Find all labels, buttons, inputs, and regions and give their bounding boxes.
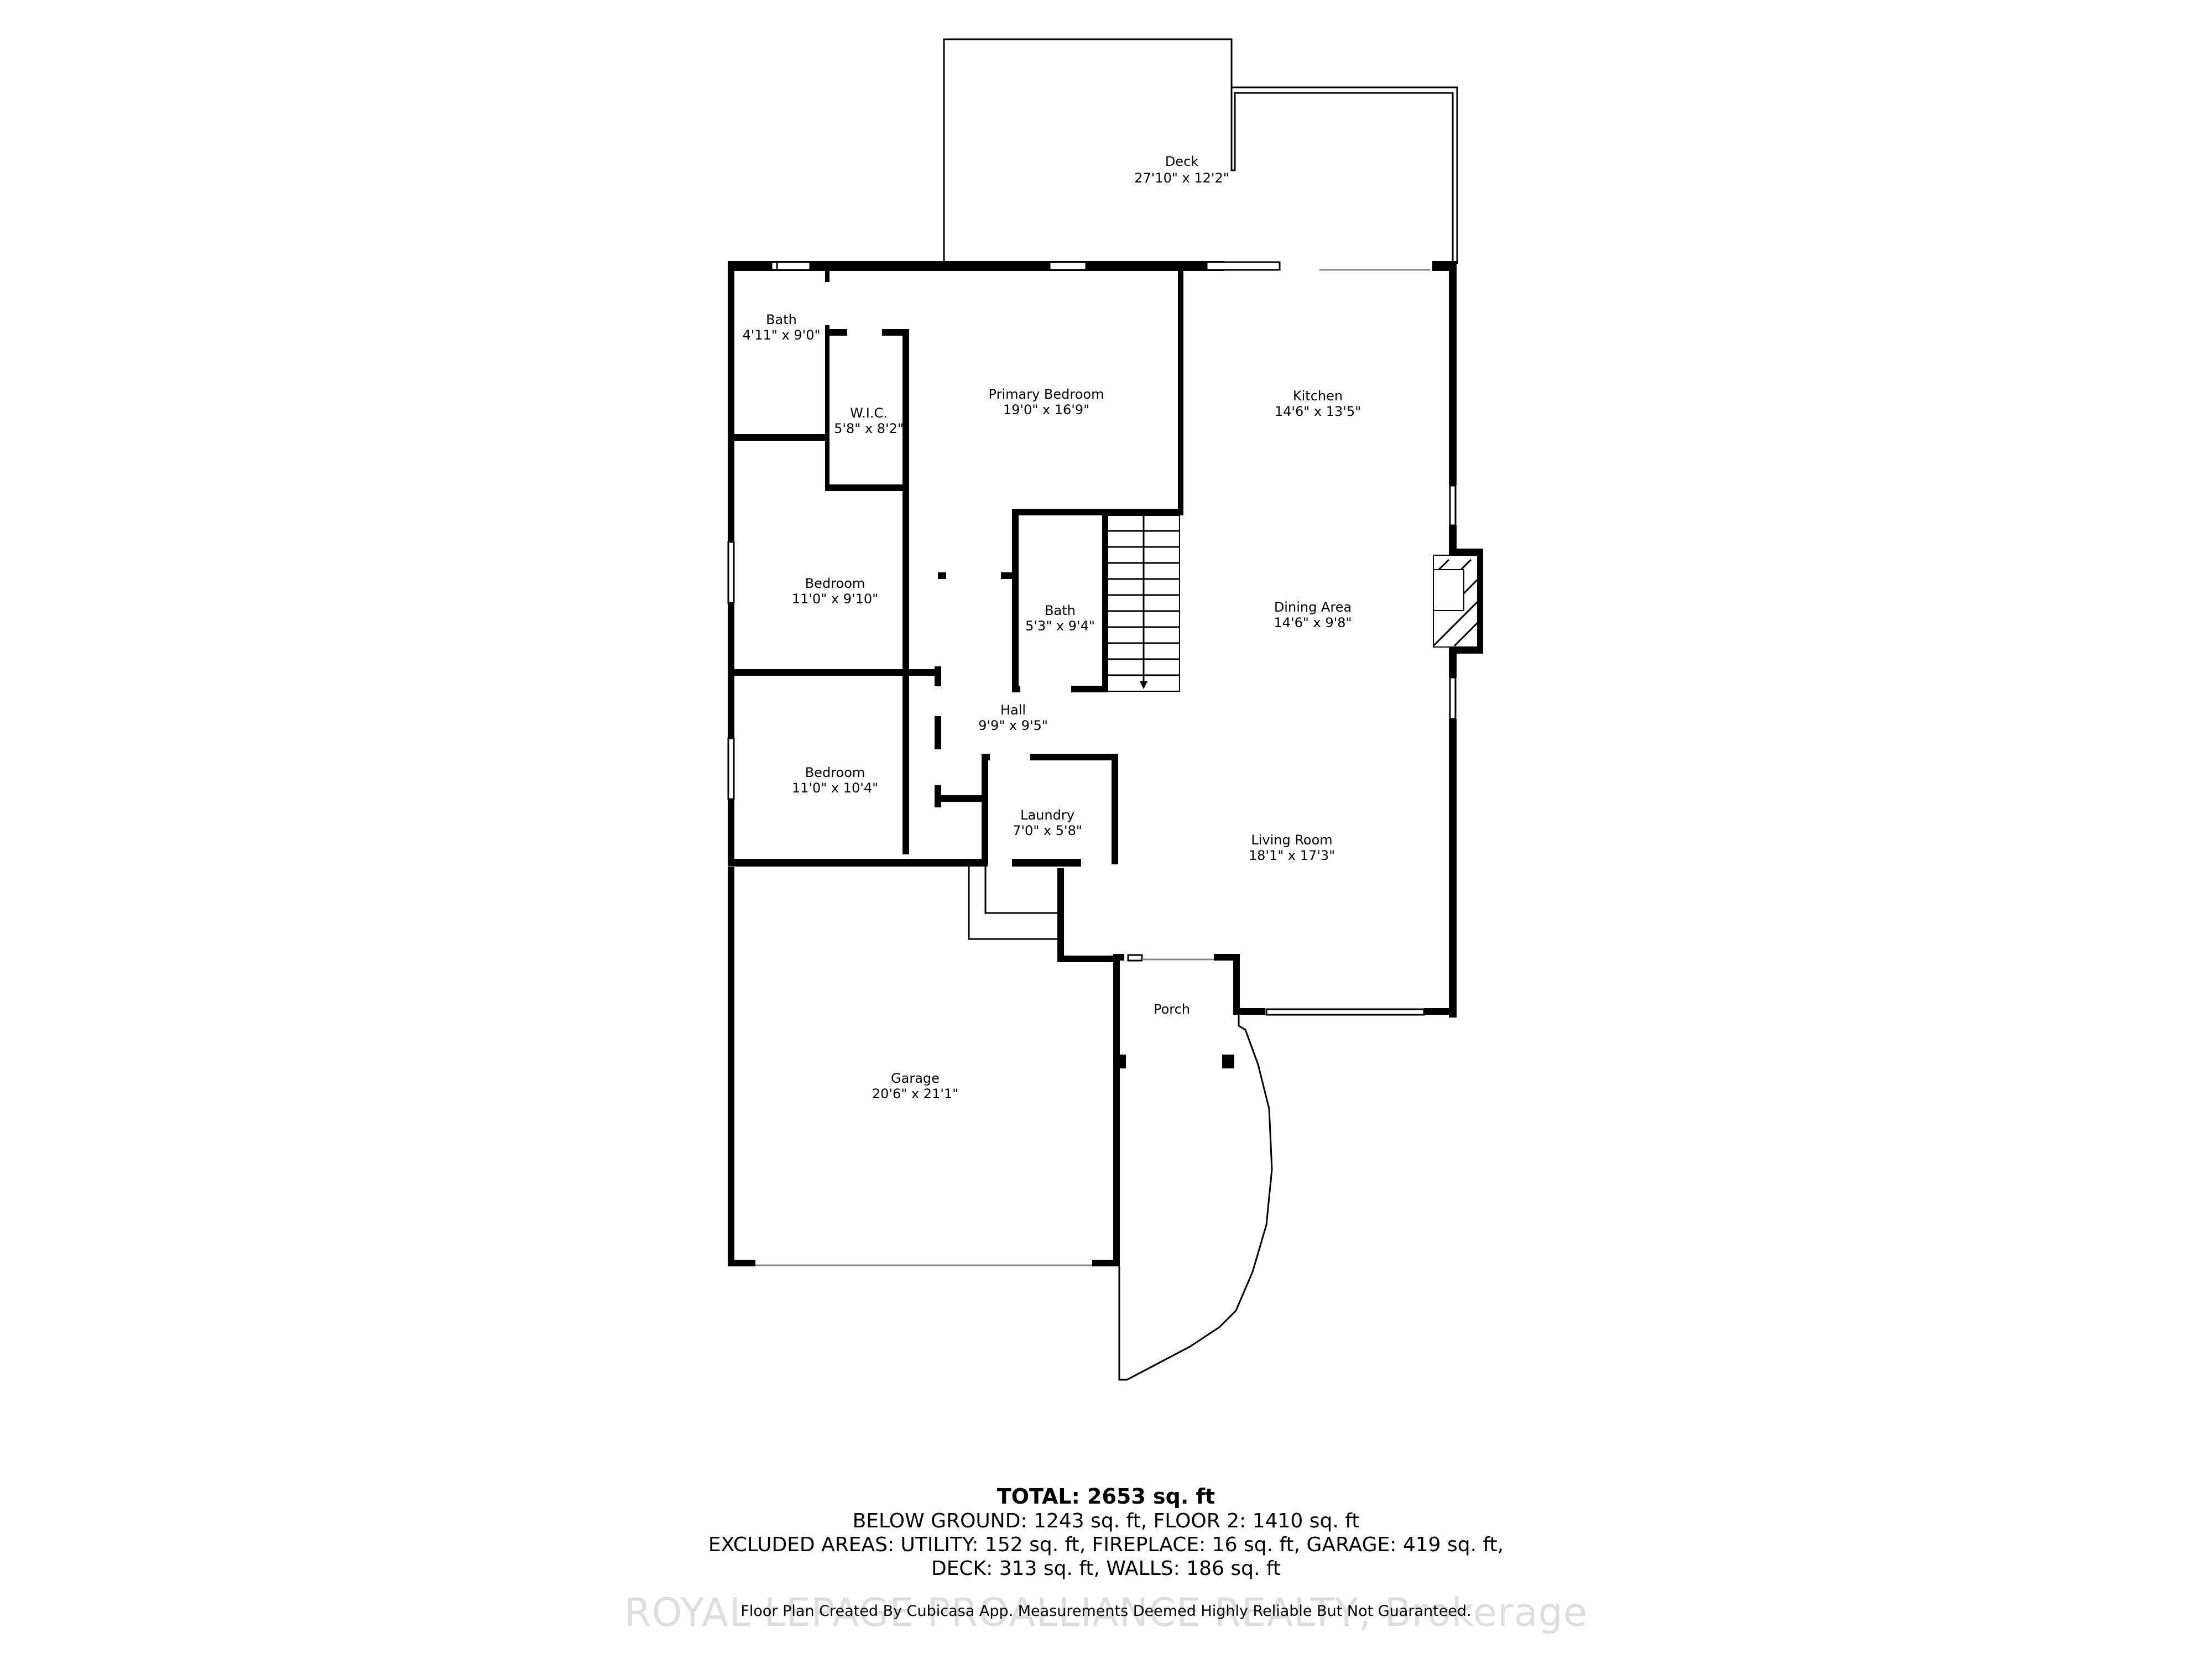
room-label-primary-bedroom: Primary Bedroom 19'0" x 16'9" bbox=[989, 387, 1104, 418]
svg-text:19'0" x 16'9": 19'0" x 16'9" bbox=[1003, 402, 1089, 418]
svg-text:Bath: Bath bbox=[1045, 603, 1076, 618]
room-label-bath-main: Bath 5'3" x 9'4" bbox=[1025, 603, 1095, 634]
fireplace bbox=[1432, 555, 1479, 648]
svg-text:11'0" x 9'10": 11'0" x 9'10" bbox=[792, 591, 878, 607]
interior-walls bbox=[728, 271, 1183, 940]
outer-walls bbox=[728, 261, 1483, 1266]
svg-text:Bath: Bath bbox=[766, 312, 797, 327]
excluded-areas: EXCLUDED AREAS: UTILITY: 152 sq. ft, FIR… bbox=[708, 1533, 1504, 1556]
room-label-porch: Porch bbox=[1154, 1001, 1190, 1017]
svg-text:Porch: Porch bbox=[1154, 1001, 1190, 1017]
svg-text:Dining Area: Dining Area bbox=[1274, 599, 1352, 615]
svg-text:4'11" x 9'0": 4'11" x 9'0" bbox=[742, 327, 820, 343]
svg-text:14'6" x 9'8": 14'6" x 9'8" bbox=[1274, 615, 1352, 630]
svg-text:Primary Bedroom: Primary Bedroom bbox=[989, 387, 1104, 402]
svg-text:7'0" x 5'8": 7'0" x 5'8" bbox=[1013, 823, 1082, 838]
deck-outline bbox=[943, 38, 1458, 264]
svg-text:5'8" x 8'2": 5'8" x 8'2" bbox=[834, 421, 904, 436]
windows bbox=[727, 261, 1457, 1016]
svg-text:Living Room: Living Room bbox=[1251, 832, 1332, 848]
svg-text:Bedroom: Bedroom bbox=[805, 765, 865, 780]
svg-text:Kitchen: Kitchen bbox=[1293, 388, 1343, 404]
svg-text:Garage: Garage bbox=[891, 1071, 940, 1086]
room-label-wic: W.I.C. 5'8" x 8'2" bbox=[834, 405, 904, 436]
svg-text:Deck: Deck bbox=[1165, 154, 1198, 169]
excluded-areas-cont: DECK: 313 sq. ft, WALLS: 186 sq. ft bbox=[931, 1557, 1281, 1580]
svg-text:Laundry: Laundry bbox=[1020, 807, 1074, 823]
room-label-bedroom-1: Bedroom 11'0" x 9'10" bbox=[792, 576, 878, 607]
svg-text:14'6" x 13'5": 14'6" x 13'5" bbox=[1275, 404, 1361, 419]
svg-text:5'3" x 9'4": 5'3" x 9'4" bbox=[1025, 618, 1095, 634]
brokerage-watermark: ROYAL LEPAGE PROALLIANCE REALTY, Brokera… bbox=[624, 1590, 1588, 1635]
area-breakdown: BELOW GROUND: 1243 sq. ft, FLOOR 2: 1410… bbox=[852, 1510, 1360, 1532]
svg-text:9'9" x 9'5": 9'9" x 9'5" bbox=[978, 718, 1048, 733]
room-label-laundry: Laundry 7'0" x 5'8" bbox=[1013, 807, 1082, 838]
svg-text:W.I.C.: W.I.C. bbox=[850, 405, 888, 421]
svg-text:Hall: Hall bbox=[1000, 702, 1026, 718]
total-area: TOTAL: 2653 sq. ft bbox=[997, 1484, 1215, 1509]
room-label-dining-area: Dining Area 14'6" x 9'8" bbox=[1274, 599, 1352, 630]
room-label-bath-ensuite: Bath 4'11" x 9'0" bbox=[742, 312, 820, 343]
stairs bbox=[1107, 515, 1180, 692]
room-label-garage: Garage 20'6" x 21'1" bbox=[872, 1071, 958, 1102]
floor-plan-credit: Floor Plan Created By Cubicasa App. Meas… bbox=[740, 1603, 1472, 1620]
svg-text:18'1" x 17'3": 18'1" x 17'3" bbox=[1249, 848, 1335, 863]
room-label-deck: Deck 27'10" x 12'2" bbox=[1134, 154, 1229, 186]
room-label-kitchen: Kitchen 14'6" x 13'5" bbox=[1275, 388, 1361, 419]
room-label-hall: Hall 9'9" x 9'5" bbox=[978, 702, 1048, 733]
svg-text:27'10" x 12'2": 27'10" x 12'2" bbox=[1134, 170, 1229, 186]
svg-text:20'6" x 21'1": 20'6" x 21'1" bbox=[872, 1086, 958, 1102]
svg-text:11'0" x 10'4": 11'0" x 10'4" bbox=[792, 780, 878, 796]
porch-outline bbox=[1118, 1015, 1273, 1381]
svg-text:Bedroom: Bedroom bbox=[805, 576, 865, 591]
room-label-living-room: Living Room 18'1" x 17'3" bbox=[1249, 832, 1335, 863]
room-label-bedroom-2: Bedroom 11'0" x 10'4" bbox=[792, 765, 878, 796]
